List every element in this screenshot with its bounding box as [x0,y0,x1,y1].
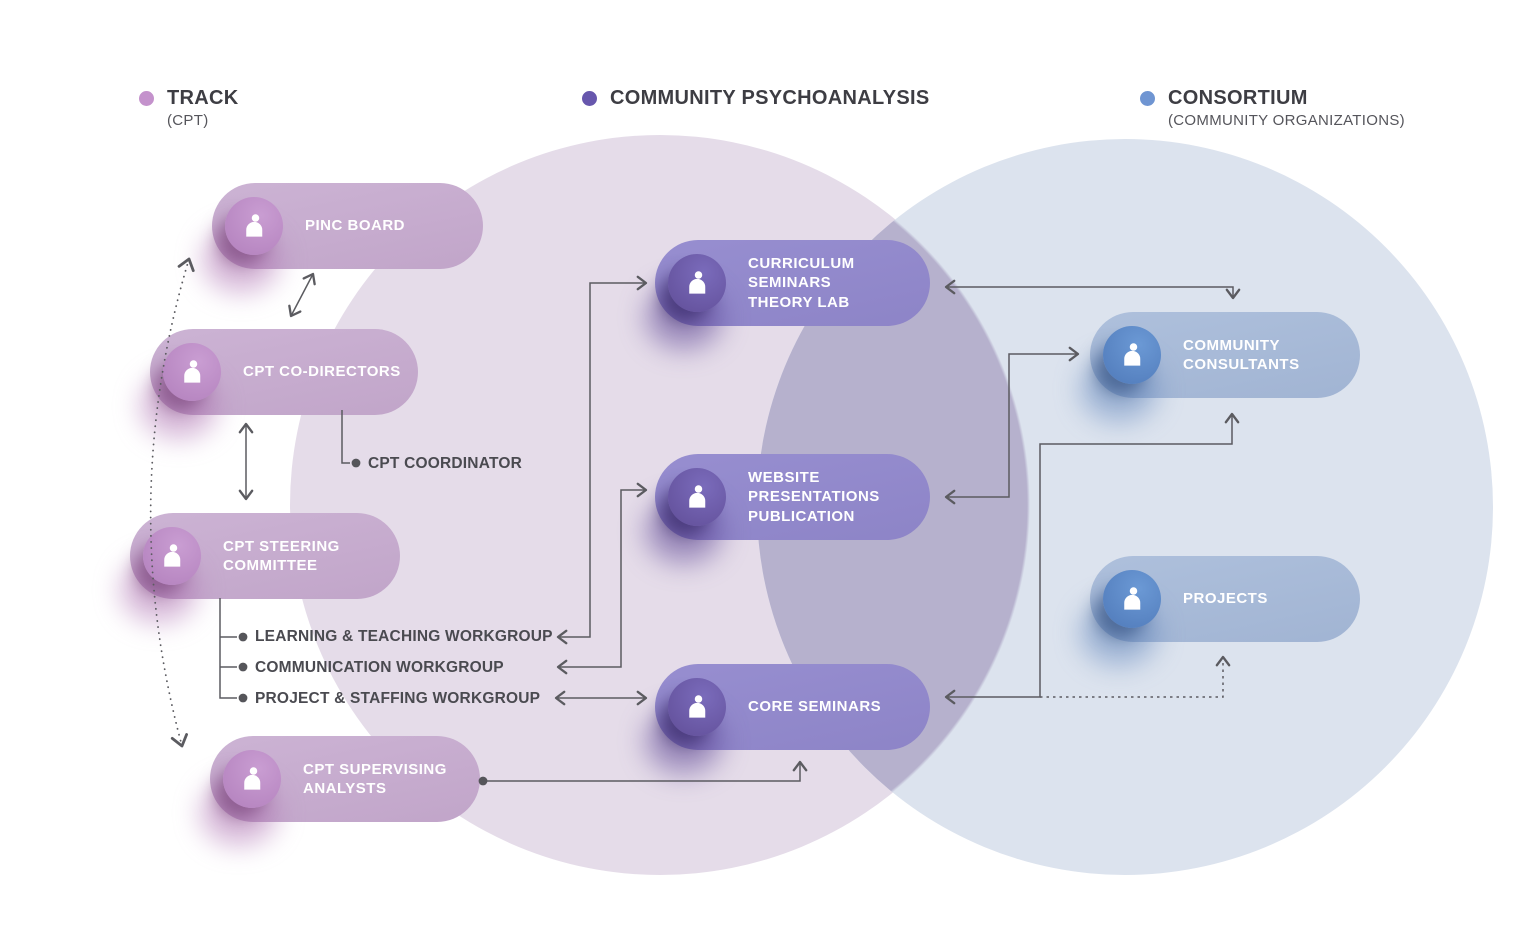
avatar [1103,570,1161,628]
legend-title: COMMUNITY PSYCHOANALYSIS [610,87,930,109]
node-cpt-co-directors: CPT CO-DIRECTORS [150,329,418,415]
node-label: CPT SUPERVISING ANALYSTS [303,760,447,798]
legend-sublabel: (COMMUNITY ORGANIZATIONS) [1168,112,1405,129]
legend-item-community-psychoanalysis: COMMUNITY PSYCHOANALYSIS [582,86,929,110]
person-icon [689,271,706,294]
label-workgroup-project-staffing: PROJECT & STAFFING WORKGROUP [255,690,541,707]
bullet-workgroup-2 [238,662,248,672]
avatar [143,527,201,585]
avatar [223,750,281,808]
node-label: CPT CO-DIRECTORS [243,363,401,381]
node-core-seminars: CORE SEMINARS [655,664,930,750]
node-cpt-steering-committee: CPT STEERING COMMITTEE [130,513,400,599]
node-community-consultants: COMMUNITY CONSULTANTS [1090,312,1360,398]
avatar [668,254,726,312]
node-label: CPT STEERING COMMITTEE [223,537,340,575]
avatar [668,468,726,526]
legend-item-track: TRACK (CPT) [139,86,239,129]
node-cpt-supervising-analysts: CPT SUPERVISING ANALYSTS [210,736,480,822]
node-label: PROJECTS [1183,590,1268,608]
label-cpt-coordinator: CPT COORDINATOR [368,455,522,472]
bullet-workgroup-3 [238,693,248,703]
person-icon [689,485,706,508]
legend-sublabel: (CPT) [167,112,209,129]
label-workgroup-learning-teaching: LEARNING & TEACHING WORKGROUP [255,628,553,645]
person-icon [689,695,706,718]
node-pinc-board: PINC BOARD [212,183,483,269]
person-icon [244,767,261,790]
avatar [668,678,726,736]
edge-steering-workgroups [219,598,237,699]
person-icon [184,360,201,383]
person-icon [1124,343,1141,366]
avatar [1103,326,1161,384]
legend-dot-track-icon [139,91,154,106]
node-curriculum-seminars-theory-lab: CURRICULUM SEMINARS THEORY LAB [655,240,930,326]
node-projects: PROJECTS [1090,556,1360,642]
node-website-presentations-publication: WEBSITE PRESENTATIONS PUBLICATION [655,454,930,540]
person-icon [246,214,263,237]
node-label: CURRICULUM SEMINARS THEORY LAB [748,254,855,311]
node-label: COMMUNITY CONSULTANTS [1183,336,1300,374]
edge-pincboard-codirectors [288,272,316,318]
person-icon [164,544,181,567]
avatar [163,343,221,401]
node-label: WEBSITE PRESENTATIONS PUBLICATION [748,468,880,525]
label-workgroup-communication: COMMUNICATION WORKGROUP [255,659,504,676]
legend-dot-psychoanalysis-icon [582,91,597,106]
avatar [225,197,283,255]
node-label: PINC BOARD [305,217,406,235]
legend-item-consortium: CONSORTIUM (COMMUNITY ORGANIZATIONS) [1140,86,1405,129]
legend-title: CONSORTIUM [1168,87,1308,109]
person-icon [1124,587,1141,610]
legend-title: TRACK [167,87,239,109]
legend-dot-consortium-icon [1140,91,1155,106]
bullet-workgroup-1 [238,632,248,642]
node-label: CORE SEMINARS [748,698,882,716]
